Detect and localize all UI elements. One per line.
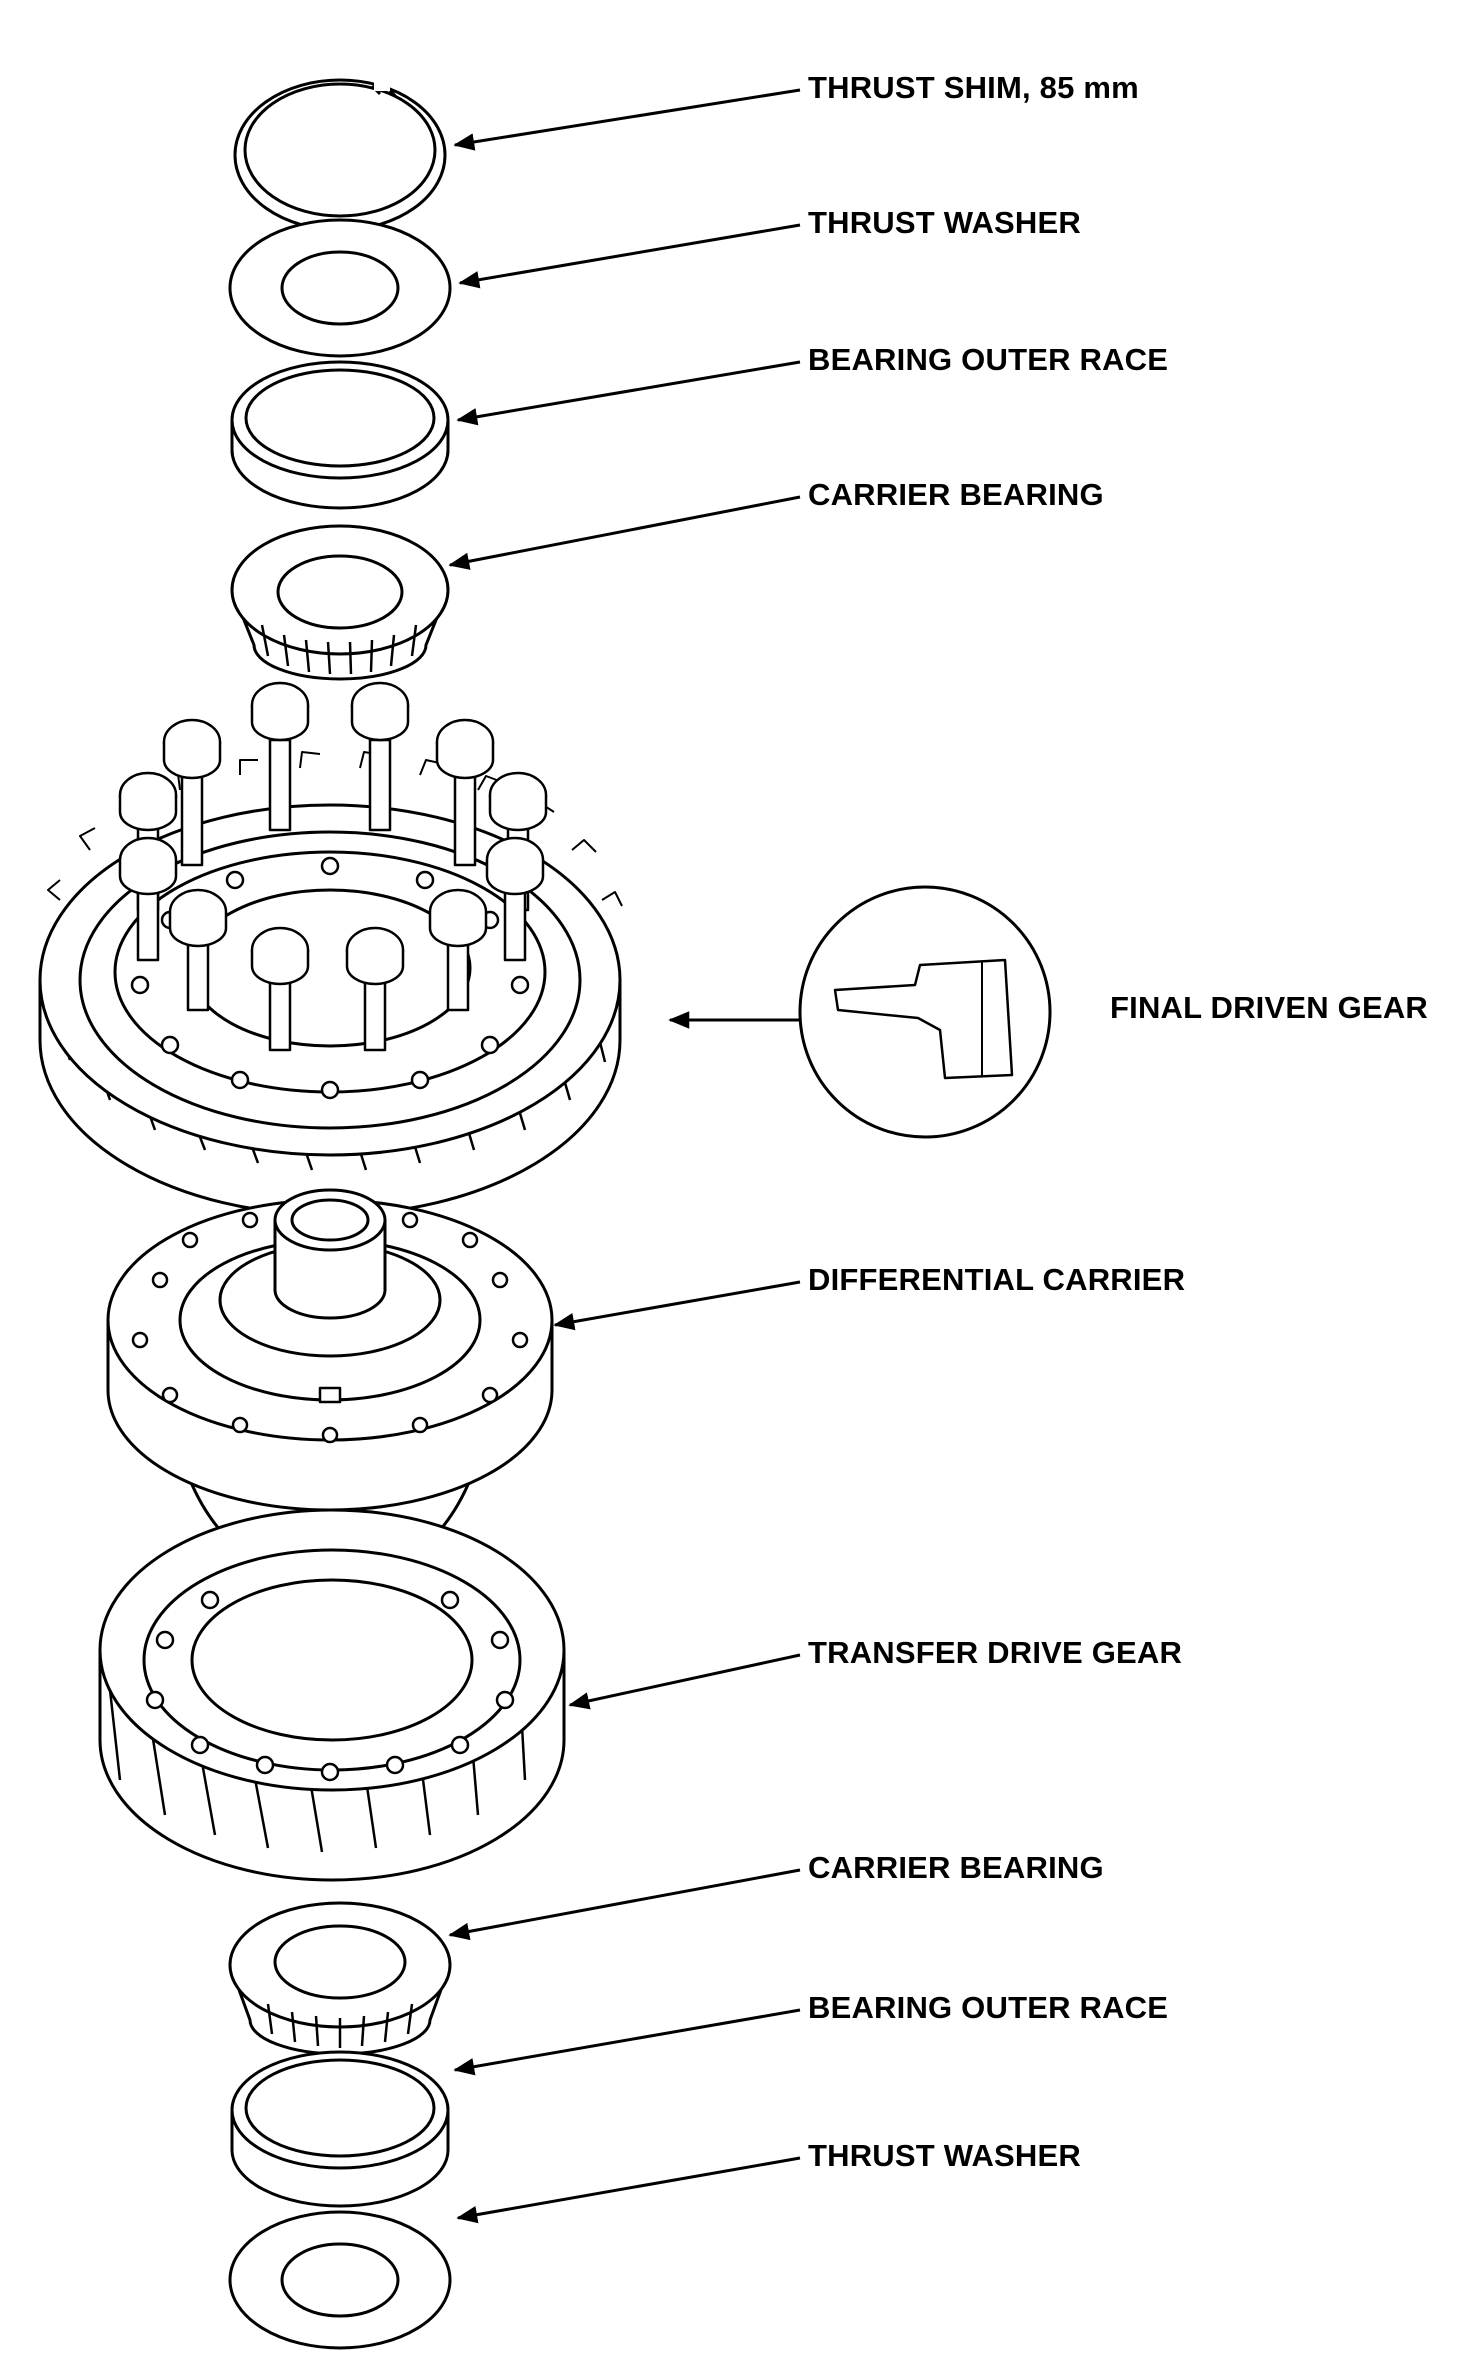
- bearing-outer-race-bottom: [230, 2050, 450, 2208]
- bolt: [350, 681, 410, 832]
- leader-bearing-outer-race-top: [456, 360, 801, 426]
- carrier-bearing-bottom: [228, 1901, 452, 2056]
- label-thrust-washer-bottom: THRUST WASHER: [808, 2138, 1081, 2173]
- bolt: [428, 888, 488, 1012]
- thrust-shim-top: [233, 78, 447, 232]
- leader-thrust-washer-bottom: [456, 2156, 801, 2224]
- leader-carrier-bearing-top: [448, 495, 801, 570]
- leader-carrier-bearing-bottom: [448, 1868, 801, 1941]
- bolt: [162, 718, 222, 867]
- leader-differential-carrier: [553, 1280, 801, 1331]
- label-thrust-washer-top: THRUST WASHER: [808, 205, 1081, 240]
- bolt: [250, 681, 310, 832]
- thrust-washer-top: [228, 218, 452, 358]
- bolt: [250, 926, 310, 1052]
- label-differential-carrier: DIFFERENTIAL CARRIER: [808, 1262, 1186, 1297]
- leader-thrust-washer-top: [458, 223, 801, 289]
- carrier-bearing-top: [230, 524, 450, 681]
- bolt: [485, 836, 545, 962]
- bearing-outer-race-top: [230, 360, 450, 510]
- label-final-driven-gear: FINAL DRIVEN GEAR: [1110, 990, 1429, 1025]
- label-carrier-bearing-bottom: CARRIER BEARING: [808, 1850, 1104, 1885]
- transfer-drive-gear: [98, 1508, 566, 1882]
- gear-cross-section-detail: [798, 885, 1052, 1139]
- bolt: [435, 718, 495, 867]
- bolts: [118, 681, 548, 1052]
- label-transfer-drive-gear: TRANSFER DRIVE GEAR: [808, 1635, 1183, 1670]
- label-bearing-outer-race-bottom: BEARING OUTER RACE: [808, 1990, 1169, 2025]
- label-bearing-outer-race-top: BEARING OUTER RACE: [808, 342, 1169, 377]
- leader-bearing-outer-race-bottom: [453, 2008, 801, 2076]
- leader-transfer-drive-gear: [568, 1653, 801, 1710]
- label-thrust-shim-top: THRUST SHIM, 85 mm: [808, 70, 1139, 105]
- bolt: [168, 888, 228, 1012]
- label-carrier-bearing-top: CARRIER BEARING: [808, 477, 1104, 512]
- bolt: [118, 836, 178, 962]
- thrust-washer-bottom: [228, 2210, 452, 2350]
- bolt: [345, 926, 405, 1052]
- leader-thrust-shim-top: [453, 88, 801, 151]
